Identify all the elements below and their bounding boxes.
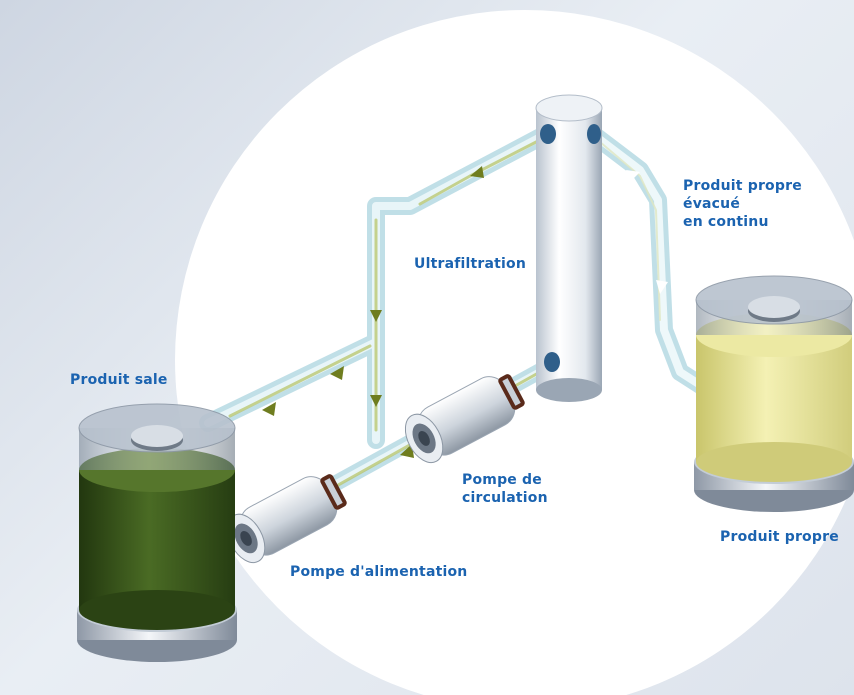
- label-clean-discharged: Produit propre évacué en continu: [683, 177, 854, 231]
- label-ultrafiltration: Ultrafiltration: [414, 256, 527, 272]
- label-circulation-pump-line2: circulation: [462, 490, 548, 506]
- flow-arrow-icon: [262, 166, 668, 458]
- label-clean-product: Produit propre: [720, 529, 839, 545]
- feed-pump-icon: [226, 474, 347, 564]
- label-feed-pump: Pompe d'alimentation: [290, 564, 468, 580]
- label-dirty-product: Produit sale: [70, 372, 168, 388]
- ultrafiltration-module-icon: [535, 94, 603, 402]
- label-circulation-pump: Pompe de circulation: [462, 471, 548, 507]
- label-clean-discharged-line1: Produit propre évacué: [683, 178, 802, 212]
- circulation-pump-icon: [404, 374, 525, 464]
- background-disc: [175, 10, 854, 695]
- dirty-tank-icon: [77, 403, 237, 662]
- label-circulation-pump-line1: Pompe de: [462, 472, 542, 488]
- clean-tank-icon: [694, 275, 854, 512]
- label-clean-discharged-line2: en continu: [683, 214, 769, 230]
